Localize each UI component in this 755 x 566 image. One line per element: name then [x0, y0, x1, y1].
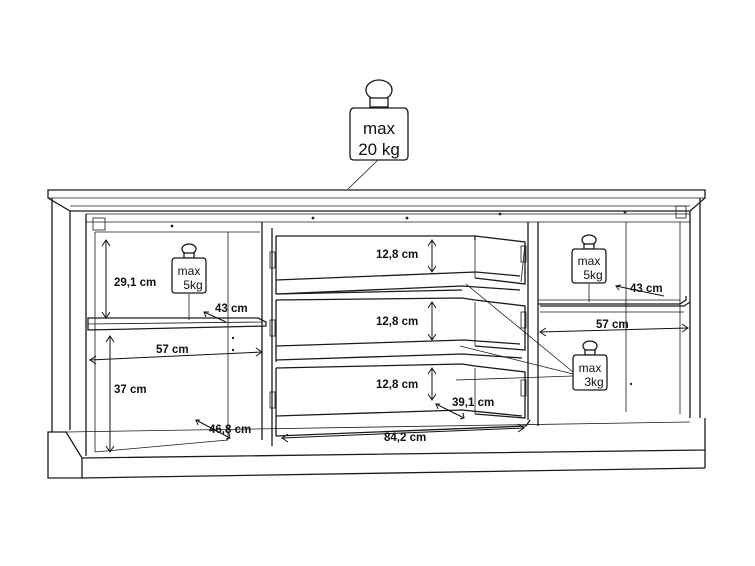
drawer2-height-label: 12,8 cm — [376, 316, 418, 328]
drawer-width-label: 84,2 cm — [384, 432, 426, 444]
drawer-depth-label: 39,1 cm — [452, 397, 494, 409]
left-base-depth-label: 46,8 cm — [209, 424, 251, 436]
drawer-bottom — [269, 245, 531, 437]
top-weight-pointer — [347, 159, 379, 190]
drawer-weight-value: 3kg — [584, 375, 603, 389]
left-shelf-weight-icon: max 5kg — [171, 243, 207, 294]
drawer-weight-icon: max 3kg — [572, 340, 608, 391]
top-weight-icon: max 20 kg — [349, 79, 409, 161]
top-weight-label: max — [363, 119, 396, 138]
top-weight-value: 20 kg — [358, 140, 400, 159]
left-shelf-depth-label: 43 cm — [215, 303, 248, 315]
left-shelf-weight-label: max — [178, 264, 201, 278]
drawer-middle — [275, 297, 526, 362]
left-upper-height-label: 29,1 cm — [114, 277, 156, 289]
left-shelf-weight-value: 5kg — [183, 278, 202, 292]
dimension-arrows — [89, 239, 689, 453]
right-width-label: 57 cm — [596, 319, 629, 331]
cabinet-body — [47, 189, 706, 479]
right-shelf-weight-value: 5kg — [583, 268, 602, 282]
drawer3-height-label: 12,8 cm — [376, 379, 418, 391]
drawer-top — [275, 235, 526, 295]
drawer-weight-label: max — [579, 361, 602, 375]
left-width-label: 57 cm — [156, 344, 189, 356]
drawer1-height-label: 12,8 cm — [376, 249, 418, 261]
drawer-weight-pointers — [455, 283, 574, 381]
right-shelf-weight-icon: max 5kg — [571, 234, 607, 284]
left-lower-height-label: 37 cm — [114, 384, 147, 396]
right-shelf-depth-label: 43 cm — [630, 283, 663, 295]
right-shelf-weight-label: max — [578, 254, 601, 268]
